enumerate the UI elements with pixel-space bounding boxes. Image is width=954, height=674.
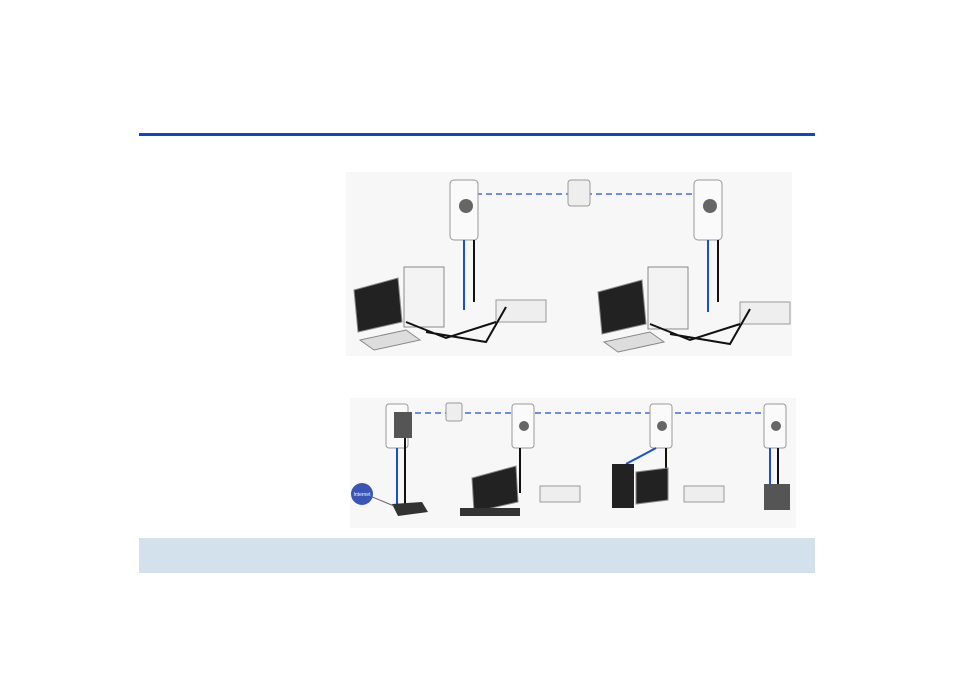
svg-text:Internet: Internet <box>354 492 372 498</box>
pc-tower-icon <box>403 266 445 328</box>
wall-socket-icon <box>445 402 463 422</box>
router-icon <box>392 502 428 516</box>
power-strip-icon <box>539 485 581 503</box>
adapter-tv <box>460 403 581 516</box>
keyboard-icon <box>602 331 666 353</box>
device-box-icon <box>764 484 790 510</box>
monitor-icon <box>635 467 669 505</box>
game-console-icon <box>612 464 634 508</box>
wall-socket-icon <box>567 179 591 207</box>
adapter-right <box>693 179 723 241</box>
tv-icon <box>471 465 519 513</box>
power-strip-icon <box>683 485 725 503</box>
powerline-pc-diagram <box>346 172 792 356</box>
internet-globe-icon <box>351 483 373 505</box>
note-box <box>139 538 815 573</box>
power-strip-icon <box>739 301 791 325</box>
powerline-multimedia-diagram: Internet <box>350 398 796 528</box>
adapter-console <box>612 403 725 508</box>
pc-tower-icon <box>647 266 689 330</box>
adapter-internet: Internet <box>351 403 428 516</box>
power-strip-icon <box>495 299 547 323</box>
header-rule <box>139 133 815 136</box>
monitor-icon <box>597 279 647 335</box>
adapter-phone <box>763 403 790 510</box>
adapter-left <box>449 179 479 241</box>
monitor-icon <box>353 277 403 333</box>
keyboard-icon <box>358 329 422 351</box>
